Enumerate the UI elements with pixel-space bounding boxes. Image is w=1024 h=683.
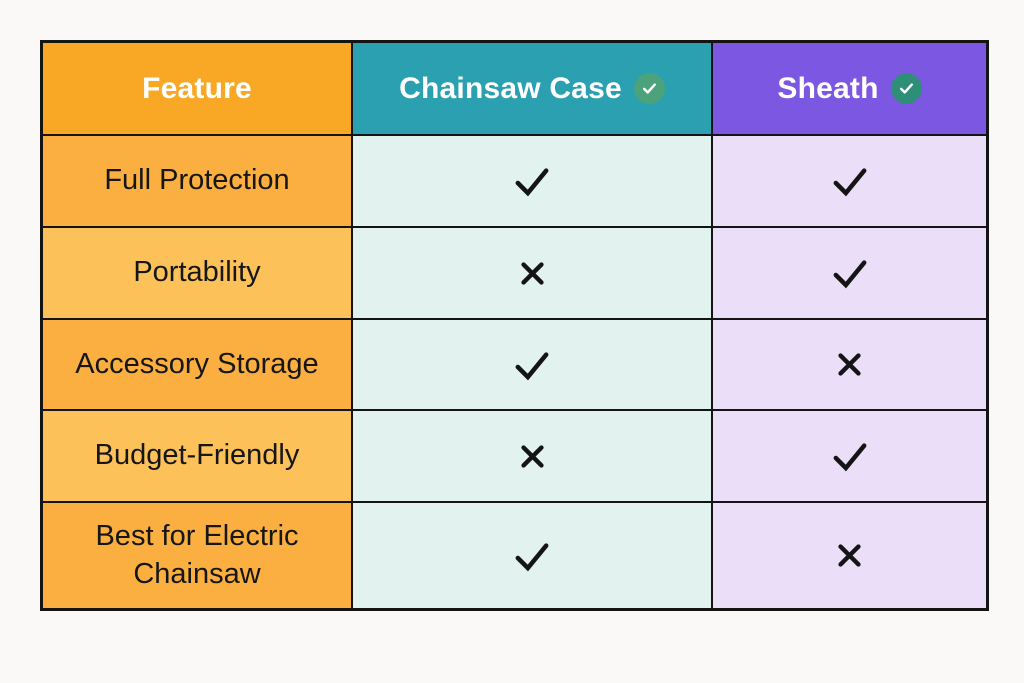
check-icon — [509, 345, 555, 385]
cross-icon — [516, 440, 549, 473]
comparison-table: Feature Chainsaw Case Sheath Full Protec… — [40, 40, 989, 611]
cross-icon — [516, 257, 549, 290]
case-mark-cell — [353, 411, 711, 501]
cross-icon — [833, 348, 866, 381]
header-label-feature: Feature — [142, 71, 252, 105]
header-label-chainsaw-case: Chainsaw Case — [399, 71, 622, 105]
cross-icon — [833, 539, 866, 572]
case-mark-cell — [353, 228, 711, 318]
feature-cell: Accessory Storage — [43, 320, 351, 409]
case-mark-cell — [353, 503, 711, 608]
check-circle-icon — [890, 73, 922, 104]
check-icon — [827, 253, 873, 293]
case-mark-cell — [353, 320, 711, 409]
header-label-sheath: Sheath — [777, 71, 879, 105]
feature-cell: Budget-Friendly — [43, 411, 351, 501]
sheath-mark-cell — [713, 136, 986, 226]
sheath-mark-cell — [713, 411, 986, 501]
check-icon — [509, 536, 555, 576]
feature-cell: Full Protection — [43, 136, 351, 226]
header-cell-feature: Feature — [43, 43, 351, 134]
sheath-mark-cell — [713, 228, 986, 318]
check-icon — [827, 161, 873, 201]
header-cell-chainsaw-case: Chainsaw Case — [353, 43, 711, 134]
sheath-mark-cell — [713, 320, 986, 409]
check-icon — [509, 161, 555, 201]
feature-cell: Portability — [43, 228, 351, 318]
check-icon — [827, 436, 873, 476]
case-mark-cell — [353, 136, 711, 226]
check-circle-icon — [633, 73, 665, 104]
sheath-mark-cell — [713, 503, 986, 608]
header-cell-sheath: Sheath — [713, 43, 986, 134]
feature-cell: Best for Electric Chainsaw — [43, 503, 351, 608]
